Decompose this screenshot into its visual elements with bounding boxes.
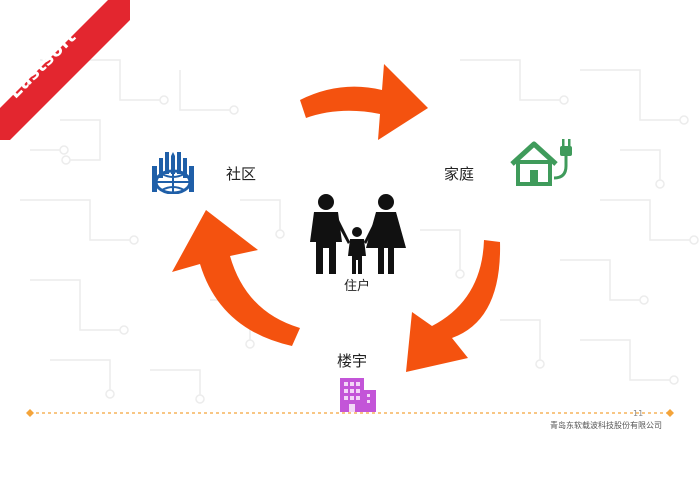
arrow-community-to-home [300, 64, 428, 140]
label-building: 楼宇 [337, 352, 368, 370]
footer-divider [26, 409, 674, 417]
arrow-building-to-community [172, 210, 300, 346]
label-home: 家庭 [444, 165, 475, 183]
page-number: 11 [633, 409, 644, 418]
office-building-icon [340, 378, 376, 412]
family-icon [310, 194, 406, 274]
label-community: 社区 [226, 165, 257, 183]
label-resident: 住户 [344, 279, 371, 294]
house-plug-icon [510, 139, 572, 186]
eastsoft-logo [0, 0, 130, 140]
community-globe-icon [152, 152, 194, 194]
footer-company: 青岛东软载波科技股份有限公司 [550, 421, 662, 430]
arrow-home-to-building [406, 240, 501, 372]
